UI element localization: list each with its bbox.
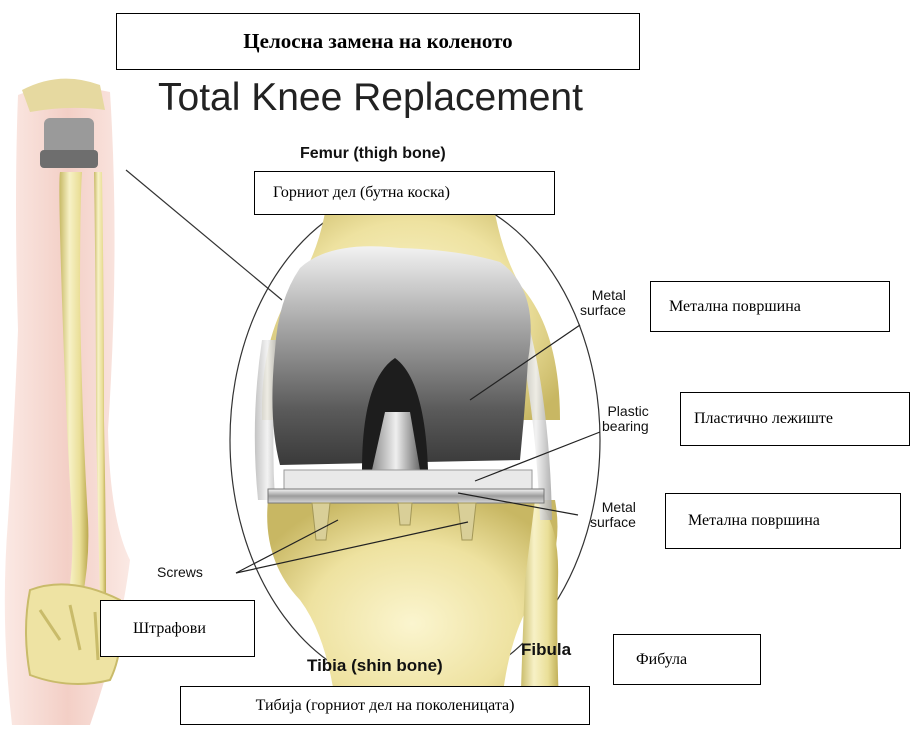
label-tibia-mk: Тибија (горниот дел на поколеницата) [256,697,515,715]
label-screws-mk-box: Штрафови [100,600,255,657]
label-tibia-en: Tibia (shin bone) [307,657,443,675]
label-fibula-mk-box: Фибула [613,634,761,685]
label-plastic-bearing-mk: Пластично лежиште [694,410,833,428]
label-metal-surface-top-mk: Метална површина [669,298,801,316]
label-fibula-en: Fibula [521,641,571,659]
label-metal-surface-bottom-en: Metal surface [590,500,636,529]
label-femur-en: Femur (thigh bone) [300,146,446,163]
label-metal-surface-top-mk-box: Метална површина [650,281,890,332]
label-plastic-bearing-en: Plastic bearing [602,404,649,433]
label-metal-surface-bottom-mk: Метална површина [688,512,820,530]
label-tibia-mk-box: Тибија (горниот дел на поколеницата) [180,686,590,725]
label-femur-mk: Горниот дел (бутна коска) [273,184,450,202]
label-femur-mk-box: Горниот дел (бутна коска) [254,171,555,215]
label-fibula-mk: Фибула [636,651,687,669]
label-metal-surface-top-en: Metal surface [580,288,626,317]
label-plastic-bearing-mk-box: Пластично лежиште [680,392,910,446]
title-english: Total Knee Replacement [158,78,583,119]
title-macedonian: Целосна замена на коленото [243,29,512,54]
label-screws-mk: Штрафови [133,620,206,638]
label-metal-surface-bottom-mk-box: Метална површина [665,493,901,549]
title-macedonian-box: Целосна замена на коленото [116,13,640,70]
label-screws-en: Screws [157,565,203,580]
